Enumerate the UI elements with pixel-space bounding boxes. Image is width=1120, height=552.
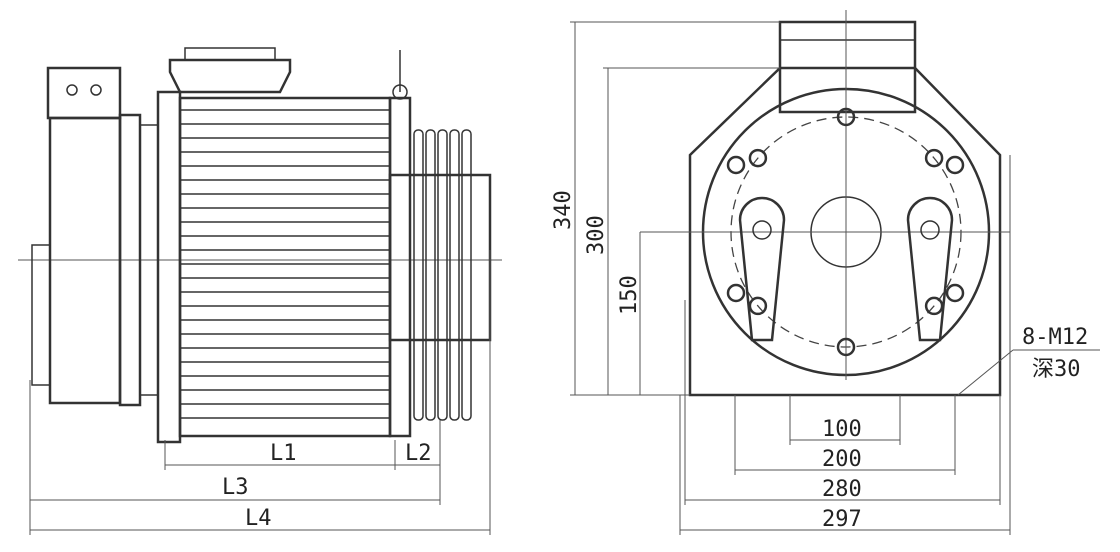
dim-297: 297 <box>822 507 862 532</box>
front-flange <box>388 96 412 438</box>
sheave-groove <box>449 129 460 421</box>
sheave-hub <box>388 173 492 342</box>
front-view: 340 300 150 100 200 280 297 8-M12 深30 <box>551 10 1100 535</box>
dim-100: 100 <box>822 417 862 442</box>
bolt-hole <box>748 296 768 316</box>
bolt-hole <box>726 155 746 175</box>
bolt-holes <box>726 107 965 357</box>
bolt-hole <box>836 337 856 357</box>
terminal-box-lid <box>184 47 276 61</box>
brake-terminal-box <box>46 66 122 120</box>
motor-body <box>178 96 392 438</box>
dim-l1: L1 <box>270 441 297 466</box>
dim-l3: L3 <box>222 475 249 500</box>
bolt-hole <box>748 148 768 168</box>
brake-arm-left <box>738 196 786 342</box>
sheave-groove <box>437 129 448 421</box>
bolt-hole <box>945 155 965 175</box>
terminal-box <box>168 58 292 94</box>
terminal-hole <box>66 84 78 96</box>
sheave-groove <box>425 129 436 421</box>
side-view: L1 L2 L3 L4 <box>18 47 502 535</box>
dim-300: 300 <box>584 215 609 255</box>
traction-sheave <box>413 129 472 421</box>
sheave-groove <box>461 129 472 421</box>
dim-l2: L2 <box>405 441 432 466</box>
dim-280: 280 <box>822 477 862 502</box>
bolt-hole <box>924 148 944 168</box>
end-shield <box>156 90 182 444</box>
bolt-hole <box>726 283 746 303</box>
terminal-hole <box>90 84 102 96</box>
dim-340: 340 <box>551 190 576 230</box>
bolt-hole <box>836 107 856 127</box>
dim-150: 150 <box>617 275 642 315</box>
brake-arm-right <box>906 196 954 342</box>
dim-200: 200 <box>822 447 862 472</box>
bolt-hole <box>945 283 965 303</box>
bolt-hole <box>924 296 944 316</box>
brake-lever <box>31 244 51 386</box>
cooling-fins <box>180 109 390 419</box>
bolt-spec: 8-M12 <box>1022 325 1088 350</box>
bolt-depth: 深30 <box>1032 357 1081 382</box>
sheave-groove <box>413 129 424 421</box>
top-terminal-box <box>778 20 917 114</box>
dim-l4: L4 <box>245 506 272 531</box>
